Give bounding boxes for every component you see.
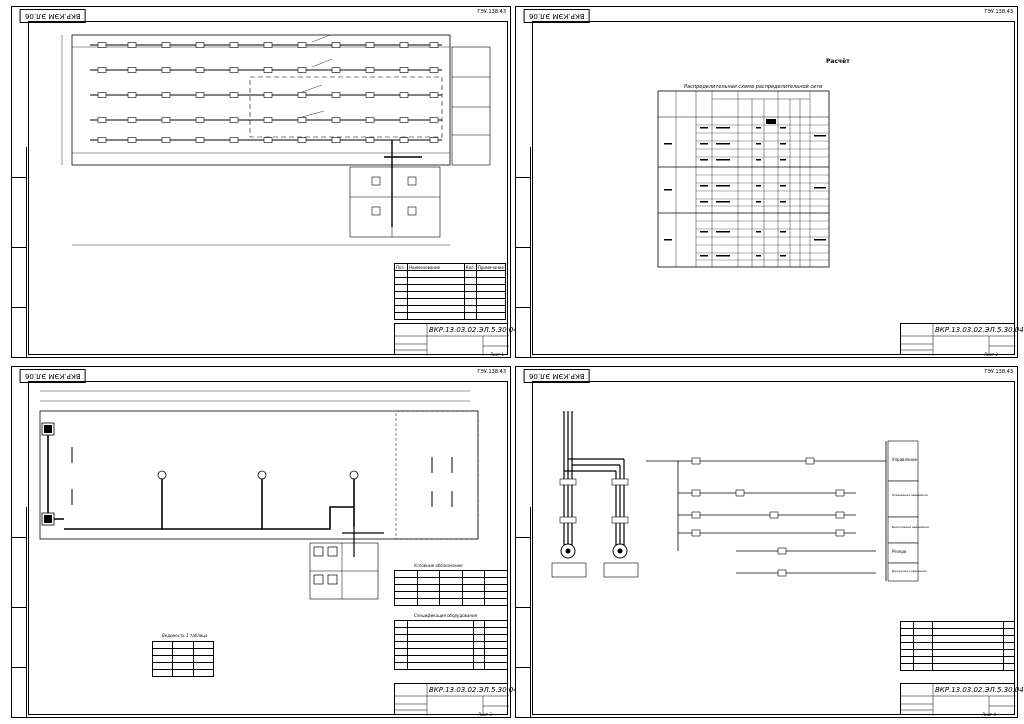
table-row [151, 648, 215, 656]
table-row [151, 662, 215, 670]
drawing-frame [28, 21, 508, 355]
title-block: ВКР.13.03.02.ЭЛ.5.30.045 ЭЛ [394, 683, 535, 716]
drawing-frame [532, 381, 1015, 715]
table-row [394, 577, 508, 585]
table-row [394, 305, 507, 313]
specification-title: Спецификация оборудования [414, 613, 477, 618]
table-header-cell: Кол. [463, 263, 477, 271]
table-row [394, 277, 507, 285]
side-strip [12, 147, 27, 357]
side-strip [516, 147, 531, 357]
table-row [394, 598, 508, 606]
title-block-code: ВКР.13.03.02.ЭЛ.5.30.045 ЭЛ [429, 326, 535, 334]
sheet-corner-code: ГЭУ.138.43 [984, 369, 1013, 375]
table-row [394, 312, 507, 320]
circuit-label: Освещение аварийное [892, 493, 928, 497]
table-row [394, 634, 508, 642]
table-row [151, 669, 215, 677]
title-block-code: ВКР.13.03.02.ЭЛ.5.30.045 ЭЛ [935, 326, 1024, 334]
sheet-corner-code: ГЭУ.138.43 [477, 369, 506, 375]
legend-table [394, 570, 508, 606]
circuit-label: Управление [892, 457, 918, 462]
drawing-sheet-4: ВКР.КЭМ ЭЛ.06 ГЭУ.138.43 [515, 366, 1024, 718]
specification-table: Поз. Наименование Кол. Примечание [394, 263, 507, 320]
schematic-drawing [551, 411, 919, 582]
side-strip [516, 507, 531, 717]
table-row [394, 655, 508, 663]
drawing-sheet-1: ВКР.КЭМ ЭЛ.06 ГЭУ.138.43 [11, 6, 535, 358]
small-table-title: Ведомость 1 таблица [162, 633, 208, 638]
title-block: ВКР.13.03.02.ЭЛ.5.30.045 ЭЛ [900, 323, 1024, 356]
table-row [394, 584, 508, 592]
table-caption: Распределительная схема распределительно… [684, 84, 823, 90]
sheet-corner-code: ГЭУ.138.43 [477, 9, 506, 15]
sheet-number: Лист 2 [984, 352, 998, 357]
table-row [900, 663, 1015, 671]
table-row [394, 298, 507, 306]
table-header-cell: Примечание [475, 263, 507, 271]
table-row [900, 635, 1015, 643]
side-strip [12, 507, 27, 717]
table-row [394, 284, 507, 292]
table-row [394, 570, 508, 578]
drawing-frame [532, 21, 1015, 355]
drawing-sheet-3: ВКР.КЭМ ЭЛ.06 ГЭУ.138.43 [11, 366, 535, 718]
plan-drawing [61, 34, 491, 246]
small-table [151, 641, 215, 677]
drawing-sheet-2: ВКР.КЭМ ЭЛ.06 ГЭУ.138.43 Расчёт Распреде… [515, 6, 1024, 358]
title-block-code: ВКР.13.03.02.ЭЛ.5.30.045 ЭЛ [935, 686, 1024, 694]
specification-table [394, 620, 508, 670]
plan-drawing [39, 390, 479, 600]
document-title: Расчёт [826, 58, 850, 65]
sheet-number: Лист 3 [478, 712, 492, 717]
circuit-label: Резерв [892, 549, 907, 554]
sheet-number: Лист 1 [490, 352, 504, 357]
table-row [151, 641, 215, 649]
distribution-table-drawing [657, 90, 830, 268]
table-row [900, 621, 1015, 629]
table-row [900, 628, 1015, 636]
legend-title: Условные обозначения [414, 563, 463, 568]
table-row [394, 620, 508, 628]
circuit-label: Дежурное освещение [892, 569, 927, 573]
title-block: ВКР.13.03.02.ЭЛ.5.30.045 ЭЛ [394, 323, 535, 356]
table-header-cell: Наименование [407, 263, 465, 271]
table-row [900, 642, 1015, 650]
table-row [394, 641, 508, 649]
title-block: ВКР.13.03.02.ЭЛ.5.30.045 ЭЛ [900, 683, 1024, 716]
table-row [394, 662, 508, 670]
table-row [394, 270, 507, 278]
table-row [394, 591, 508, 599]
equipment-table [900, 621, 1015, 671]
table-row [151, 655, 215, 663]
table-row [394, 627, 508, 635]
sheet-corner-code: ГЭУ.138.43 [984, 9, 1013, 15]
table-row [394, 291, 507, 299]
table-header-cell: Поз. [394, 263, 408, 271]
circuit-label: Вентиляция аварийная [892, 525, 929, 529]
title-block-code: ВКР.13.03.02.ЭЛ.5.30.045 ЭЛ [429, 686, 535, 694]
table-row [900, 656, 1015, 664]
table-row [900, 649, 1015, 657]
sheet-number: Лист 4 [982, 712, 996, 717]
table-row [394, 648, 508, 656]
drawing-frame [28, 381, 508, 715]
table-row: Поз. Наименование Кол. Примечание [394, 263, 507, 271]
